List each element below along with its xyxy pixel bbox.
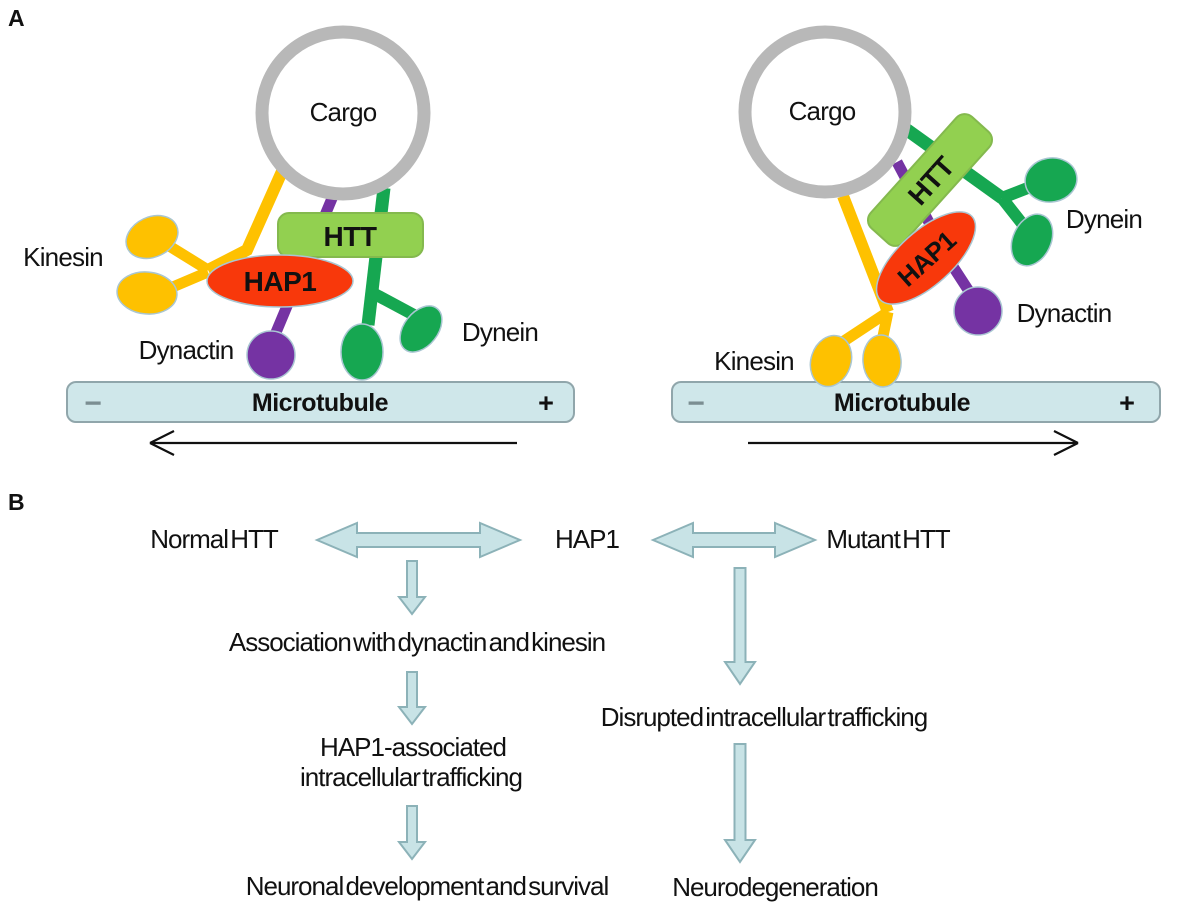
kinesin-arm-left-right-panel	[840, 307, 892, 346]
hap1-ellipse-right	[875, 211, 977, 305]
hap1-ellipse-left	[206, 254, 354, 308]
htt-box-right	[867, 113, 993, 247]
plus-direction-arrow	[748, 430, 1079, 456]
dynein-label-left: Dynein	[462, 317, 538, 347]
microtubule-bar-left	[66, 381, 575, 423]
neuronal-outcome-label: Neuronal development and survival	[246, 871, 609, 901]
dynactin-circle-right	[953, 286, 1003, 336]
hap1-mutant-htt-double-arrow	[650, 521, 818, 559]
normal-htt-label: Normal HTT	[150, 524, 279, 554]
dynactin-label-left: Dynactin	[139, 335, 234, 365]
dynein-head-lower-right	[1010, 213, 1054, 267]
cargo-label-left: Cargo	[310, 97, 377, 127]
down-arrow-hap1-trafficking	[396, 671, 428, 726]
htt-box-left	[277, 212, 424, 258]
cargo-vesicle-left	[255, 25, 431, 201]
dynein-head-upper-right	[1024, 157, 1078, 203]
kinesin-head-lower-left	[116, 271, 178, 315]
kinesin-stalk-left	[205, 164, 290, 276]
dynein-label-right: Dynein	[1066, 204, 1142, 234]
down-arrow-neurodegeneration	[723, 743, 757, 864]
hap1-associated-line2: intracellular trafficking	[300, 762, 522, 792]
dynein-head-upper-left	[399, 305, 443, 353]
hap1-label-left: HAP1	[244, 266, 317, 297]
kinesin-head-left-right-panel	[809, 334, 853, 388]
panel-a-label: A	[8, 5, 25, 31]
minus-direction-arrow	[149, 430, 517, 456]
mutant-htt-label: Mutant HTT	[826, 524, 950, 554]
dynactin-label-right: Dynactin	[1017, 298, 1112, 328]
down-arrow-neuronal-outcome	[396, 805, 428, 861]
association-step-label: Association with dynactin and kinesin	[229, 627, 605, 657]
down-arrow-association	[396, 560, 428, 616]
microtubule-label-right: Microtubule	[834, 389, 971, 417]
kinesin-arm-upper-left	[163, 239, 211, 275]
dynein-head-lower-left	[340, 323, 384, 381]
disrupted-trafficking-label: Disrupted intracellular trafficking	[601, 702, 927, 732]
kinesin-head-right-right-panel	[862, 334, 902, 388]
down-arrow-disrupted	[723, 567, 757, 686]
minus-end-right: −	[687, 387, 705, 420]
dynein-branch-lower-right	[997, 194, 1029, 230]
microtubule-label-left: Microtubule	[252, 389, 389, 417]
kinesin-label-right: Kinesin	[714, 346, 794, 376]
cargo-vesicle-right	[738, 25, 912, 199]
neurodegeneration-label: Neurodegeneration	[672, 872, 878, 902]
microtubule-bar-right	[671, 381, 1161, 423]
htt-label-left: HTT	[324, 221, 377, 252]
hap1-associated-line1: HAP1-associated	[320, 732, 506, 762]
kinesin-label-left: Kinesin	[23, 242, 103, 272]
minus-end-left: −	[84, 387, 102, 420]
plus-end-right: +	[1119, 388, 1135, 418]
cargo-label-right: Cargo	[789, 96, 856, 126]
dynactin-circle-left	[246, 330, 296, 380]
plus-end-left: +	[538, 388, 554, 418]
dynein-branch-left	[368, 286, 417, 321]
hap1-node-label: HAP1	[555, 524, 619, 554]
panel-b-label: B	[8, 489, 25, 515]
kinesin-head-upper-left	[125, 214, 179, 260]
normal-htt-hap1-double-arrow	[314, 521, 523, 559]
